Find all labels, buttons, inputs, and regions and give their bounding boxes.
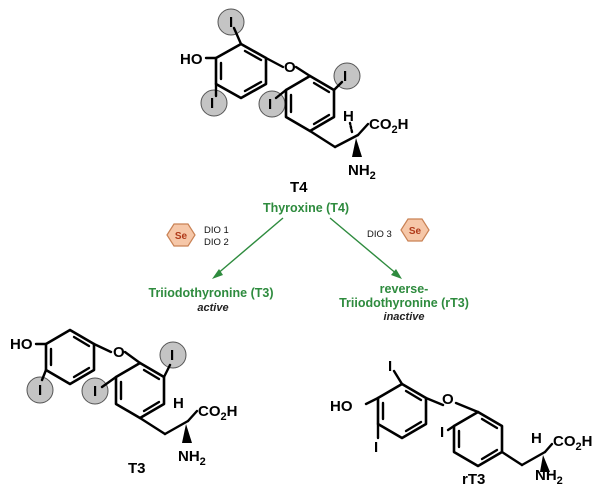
rt3-ether-oxygen: O — [442, 391, 454, 408]
arrow-to-t3 — [215, 217, 284, 276]
deiodination-pathway: Thyroxine (T4) Se DIO 1 DIO 2 DIO 3 Se T… — [149, 201, 469, 323]
rt3-inner-ring — [452, 410, 504, 468]
product-rt3-name-line2: Triiodothyronine (rT3) — [339, 296, 469, 310]
t3-iodine-highlight-1 — [26, 376, 54, 404]
rt3-outer-ring — [376, 382, 428, 440]
rt3-alpha-hydrogen: H — [531, 430, 542, 447]
rt3-molecule: I I I HO O H CO2H NH2 rT3 — [330, 358, 592, 487]
t4-outer-ring — [214, 42, 268, 100]
product-rt3-name-line1: reverse- — [380, 282, 429, 296]
selenium-label-left: Se — [175, 231, 188, 242]
t4-inner-ring — [284, 74, 336, 133]
t4-iodine-4: I — [268, 96, 272, 113]
rt3-iodine-3: I — [440, 424, 444, 441]
t3-iodine-highlight-3 — [81, 377, 109, 405]
t3-outer-ring — [44, 328, 96, 386]
t3-iodine-3: I — [93, 383, 97, 400]
rt3-carboxyl: CO2H — [553, 433, 592, 453]
t3-alpha-hydrogen: H — [173, 395, 184, 412]
t4-alpha-hydrogen: H — [343, 108, 354, 125]
t4-iodine-1: I — [229, 14, 233, 31]
enzyme-dio2: DIO 2 — [204, 237, 229, 248]
t3-iodine-1: I — [38, 382, 42, 399]
t4-iodine-3: I — [343, 68, 347, 85]
t3-carboxyl: CO2H — [198, 403, 237, 423]
t4-carboxyl: CO2H — [369, 116, 408, 136]
t3-molecule: I I I HO O H CO2H NH2 T3 — [10, 328, 237, 477]
t4-iodine-highlight-1 — [217, 8, 245, 36]
selenium-badge-left — [166, 223, 196, 247]
t3-ether-oxygen: O — [113, 344, 125, 361]
rt3-hydroxyl: HO — [330, 398, 353, 415]
t4-amine: NH2 — [348, 162, 376, 182]
t4-label: T4 — [290, 179, 308, 196]
enzyme-dio1: DIO 1 — [204, 225, 229, 236]
t3-iodine-2: I — [170, 347, 174, 364]
rt3-iodine-2: I — [374, 439, 378, 456]
product-t3-name: Triiodothyronine (T3) — [149, 286, 274, 300]
source-thyroxine: Thyroxine (T4) — [263, 201, 349, 215]
t4-ether-oxygen: O — [284, 59, 296, 76]
t4-hydroxyl: HO — [180, 51, 203, 68]
product-rt3-state: inactive — [384, 311, 425, 323]
t3-label: T3 — [128, 460, 146, 477]
t4-molecule: I I I I HO O H CO2H NH2 T4 — [180, 8, 408, 196]
selenium-label-right: Se — [409, 226, 422, 237]
t3-hydroxyl: HO — [10, 336, 33, 353]
enzyme-dio3: DIO 3 — [367, 229, 392, 240]
rt3-amine: NH2 — [535, 467, 563, 487]
rt3-label: rT3 — [462, 471, 485, 487]
selenium-badge-right — [400, 218, 430, 242]
t3-iodine-highlight-2 — [159, 341, 187, 369]
t4-iodine-2: I — [210, 95, 214, 112]
t4-iodine-highlight-2 — [200, 89, 228, 117]
t3-inner-ring — [114, 361, 166, 420]
rt3-iodine-1: I — [388, 358, 392, 375]
arrow-to-rt3 — [329, 217, 399, 276]
t3-amine: NH2 — [178, 448, 206, 468]
product-t3-state: active — [197, 302, 228, 314]
